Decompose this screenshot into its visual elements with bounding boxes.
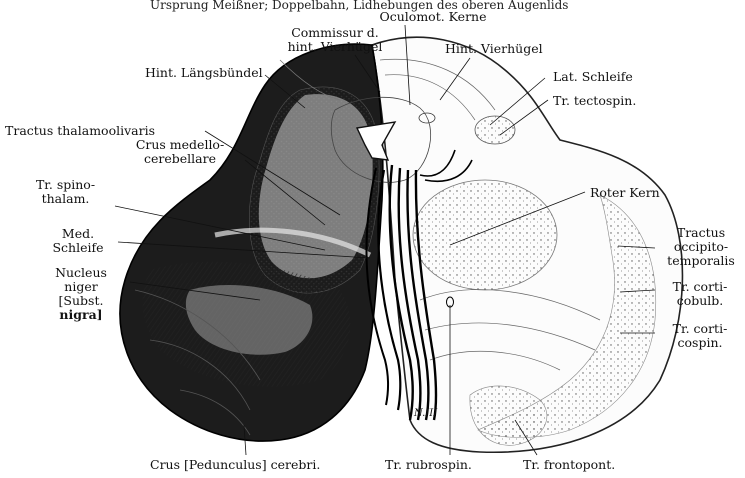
label-med-schleife: Med. Schleife (40, 227, 116, 255)
label-tr-frontopont: Tr. frontopont. (523, 458, 615, 472)
label-tr-tectospin: Tr. tectospin. (553, 94, 636, 108)
label-tr-corticobulb-line2: cobulb. (660, 294, 740, 308)
header-fragment-text: Ursprung Meißner; Doppelbahn, Lidhebunge… (150, 0, 568, 12)
label-nucleus-niger-line1: Nucleus (36, 266, 126, 280)
label-crus-medello: Crus medello- cerebellare (130, 138, 230, 166)
label-commissur-line2: hint. Vierhügel (270, 40, 400, 54)
label-commissur-line1: Commissur d. (270, 26, 400, 40)
red-nucleus-area (413, 180, 557, 290)
label-nucleus-niger: Nucleus niger [Subst. nigra] (36, 266, 126, 322)
label-commissur: Commissur d. hint. Vierhügel (270, 26, 400, 54)
label-med-schleife-line1: Med. (40, 227, 116, 241)
label-nerve-iii: N.III (414, 407, 437, 421)
label-hint-vierhuegel: Hint. Vierhügel (445, 42, 543, 56)
label-hint-laengsbuendel: Hint. Längsbündel (145, 66, 263, 80)
label-tr-spinothalam-line1: Tr. spino- (18, 178, 113, 192)
label-tr-corticobulb-line1: Tr. corti- (660, 280, 740, 294)
label-tractus-occipito-line3: temporalis (658, 254, 744, 268)
label-tr-corticobulb: Tr. corti- cobulb. (660, 280, 740, 308)
label-tractus-occipito-line2: occipito- (658, 240, 744, 254)
label-tr-rubrospin: Tr. rubrospin. (385, 458, 472, 472)
label-nucleus-niger-line4: nigra] (36, 308, 126, 322)
label-tractus-occipitotemporalis: Tractus occipito- temporalis (658, 226, 744, 268)
label-roter-kern: Roter Kern (590, 186, 660, 200)
left-half-section (120, 44, 383, 441)
label-oculomot-kerne: Oculomot. Kerne (378, 10, 488, 24)
label-tr-corticospin: Tr. corti- cospin. (660, 322, 740, 350)
label-crus-medello-line2: cerebellare (130, 152, 230, 166)
label-tr-spinothalam-line2: thalam. (18, 192, 113, 206)
label-crus-medello-line1: Crus medello- (130, 138, 230, 152)
label-tractus-occipito-line1: Tractus (658, 226, 744, 240)
label-nucleus-niger-line3: [Subst. (36, 294, 126, 308)
label-tr-spinothalam: Tr. spino- thalam. (18, 178, 113, 206)
label-tr-corticospin-line1: Tr. corti- (660, 322, 740, 336)
label-tractus-thalamoolivaris: Tractus thalamoolivaris (5, 124, 155, 138)
label-med-schleife-line2: Schleife (40, 241, 116, 255)
label-lat-schleife: Lat. Schleife (553, 70, 633, 84)
label-nucleus-niger-line2: niger (36, 280, 126, 294)
label-tr-corticospin-line2: cospin. (660, 336, 740, 350)
label-crus-pedunculus: Crus [Pedunculus] cerebri. (150, 458, 320, 472)
